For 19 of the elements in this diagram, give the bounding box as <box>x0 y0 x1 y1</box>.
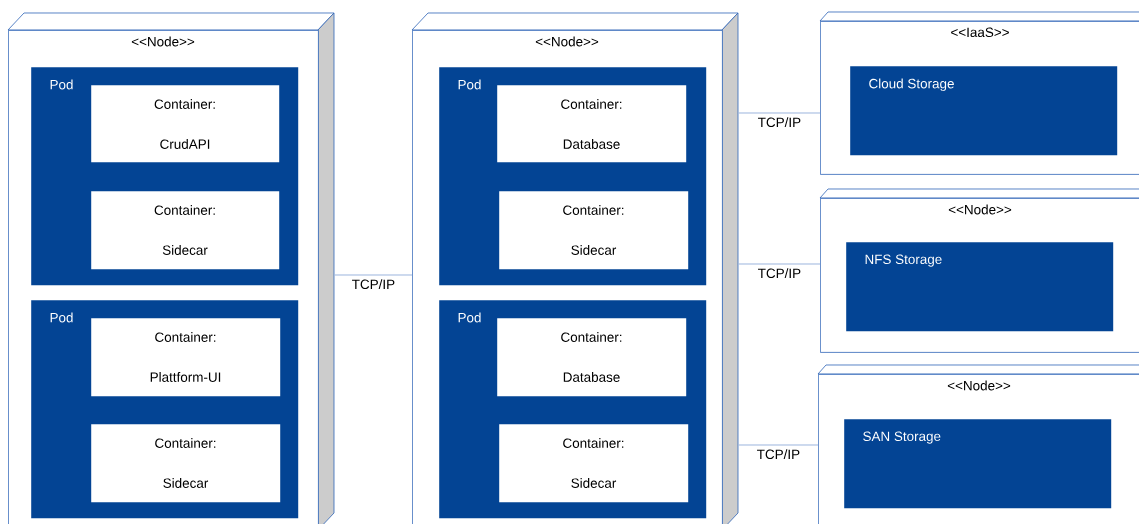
storage-box: SAN Storage <box>844 419 1112 509</box>
storage-box: Cloud Storage <box>850 66 1118 156</box>
container-box: Container: Sidecar <box>499 191 689 270</box>
connector-line <box>738 444 819 446</box>
container-box: Container: CrudAPI <box>91 85 280 163</box>
edge-label: TCP/IP <box>756 116 803 129</box>
edge-label: TCP/IP <box>755 448 802 461</box>
container-box: Container: Plattform-UI <box>91 318 281 397</box>
edge-label: TCP/IP <box>756 267 803 280</box>
connector-line <box>738 112 821 114</box>
edge-label: TCP/IP <box>350 278 397 291</box>
connector-line <box>738 263 821 265</box>
container-box: Container: Sidecar <box>91 191 280 270</box>
connector-line <box>334 274 413 276</box>
container-box: Container: Database <box>497 85 687 163</box>
storage-box: NFS Storage <box>846 242 1114 332</box>
container-box: Container: Sidecar <box>499 424 689 503</box>
container-box: Container: Database <box>497 318 687 397</box>
container-box: Container: Sidecar <box>91 424 281 503</box>
